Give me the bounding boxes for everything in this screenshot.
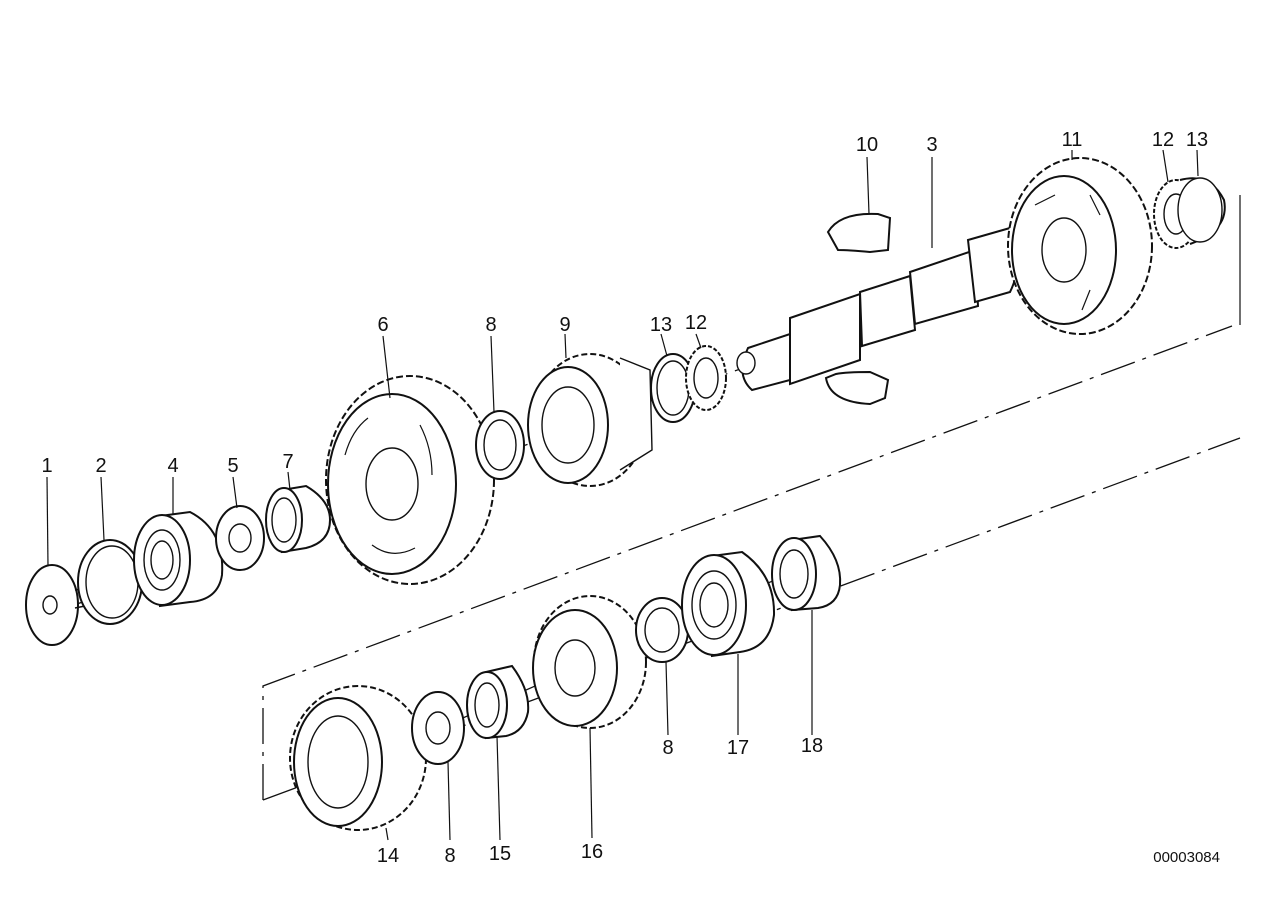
callout-15: 15 — [489, 843, 511, 865]
part-13-snap-ring-right — [1177, 177, 1226, 245]
part-8-thrust-ring — [475, 410, 525, 480]
callout-12-right: 12 — [1152, 129, 1174, 151]
callout-11: 11 — [1062, 129, 1083, 151]
document-number: 00003084 — [1153, 849, 1220, 866]
callout-8-upper: 8 — [485, 314, 496, 336]
part-8-thrust-ring-lower — [411, 691, 465, 765]
part-18-shaft-seal — [771, 534, 842, 612]
callout-13-right: 13 — [1186, 129, 1208, 151]
callout-17: 17 — [727, 737, 749, 759]
callout-9: 9 — [559, 314, 570, 336]
part-7-bushing — [265, 484, 332, 554]
callout-3: 3 — [926, 134, 937, 156]
part-17-ball-bearing — [681, 550, 776, 658]
part-11-gear-wheel — [1007, 157, 1153, 335]
callout-13-mid: 13 — [650, 314, 672, 336]
callout-12-mid: 12 — [685, 312, 707, 334]
part-4-ball-bearing — [133, 510, 224, 608]
part-12-spline-ring — [685, 345, 727, 411]
part-15-bushing — [466, 664, 530, 740]
part-2-circlip — [77, 539, 143, 625]
callout-7: 7 — [282, 451, 293, 473]
callout-2: 2 — [95, 455, 106, 477]
callout-10: 10 — [856, 134, 878, 156]
callout-1: 1 — [41, 455, 52, 477]
callout-8-right: 8 — [662, 737, 673, 759]
part-16-gear-wheel — [532, 595, 647, 729]
callout-5: 5 — [227, 455, 238, 477]
part-14-gear-wheel — [289, 685, 427, 831]
leader-lines — [46, 149, 1199, 841]
callout-16: 16 — [581, 841, 603, 863]
part-5-thrust-washer — [215, 505, 265, 571]
part-10-needle-bearing-lower — [824, 370, 890, 406]
part-10-needle-bearing-upper — [826, 212, 892, 254]
part-8-thrust-ring-right — [635, 597, 689, 663]
callout-8-lower: 8 — [444, 845, 455, 867]
part-3-main-shaft — [736, 226, 1019, 392]
part-9-gear-wheel — [527, 353, 653, 487]
callout-labels: 1 2 4 5 7 6 8 9 13 12 10 3 11 12 13 14 8… — [41, 129, 1208, 867]
part-6-gear-wheel — [325, 375, 495, 585]
callout-6: 6 — [377, 314, 388, 336]
callout-14: 14 — [377, 845, 399, 867]
callout-18: 18 — [801, 735, 823, 757]
callout-4: 4 — [167, 455, 178, 477]
